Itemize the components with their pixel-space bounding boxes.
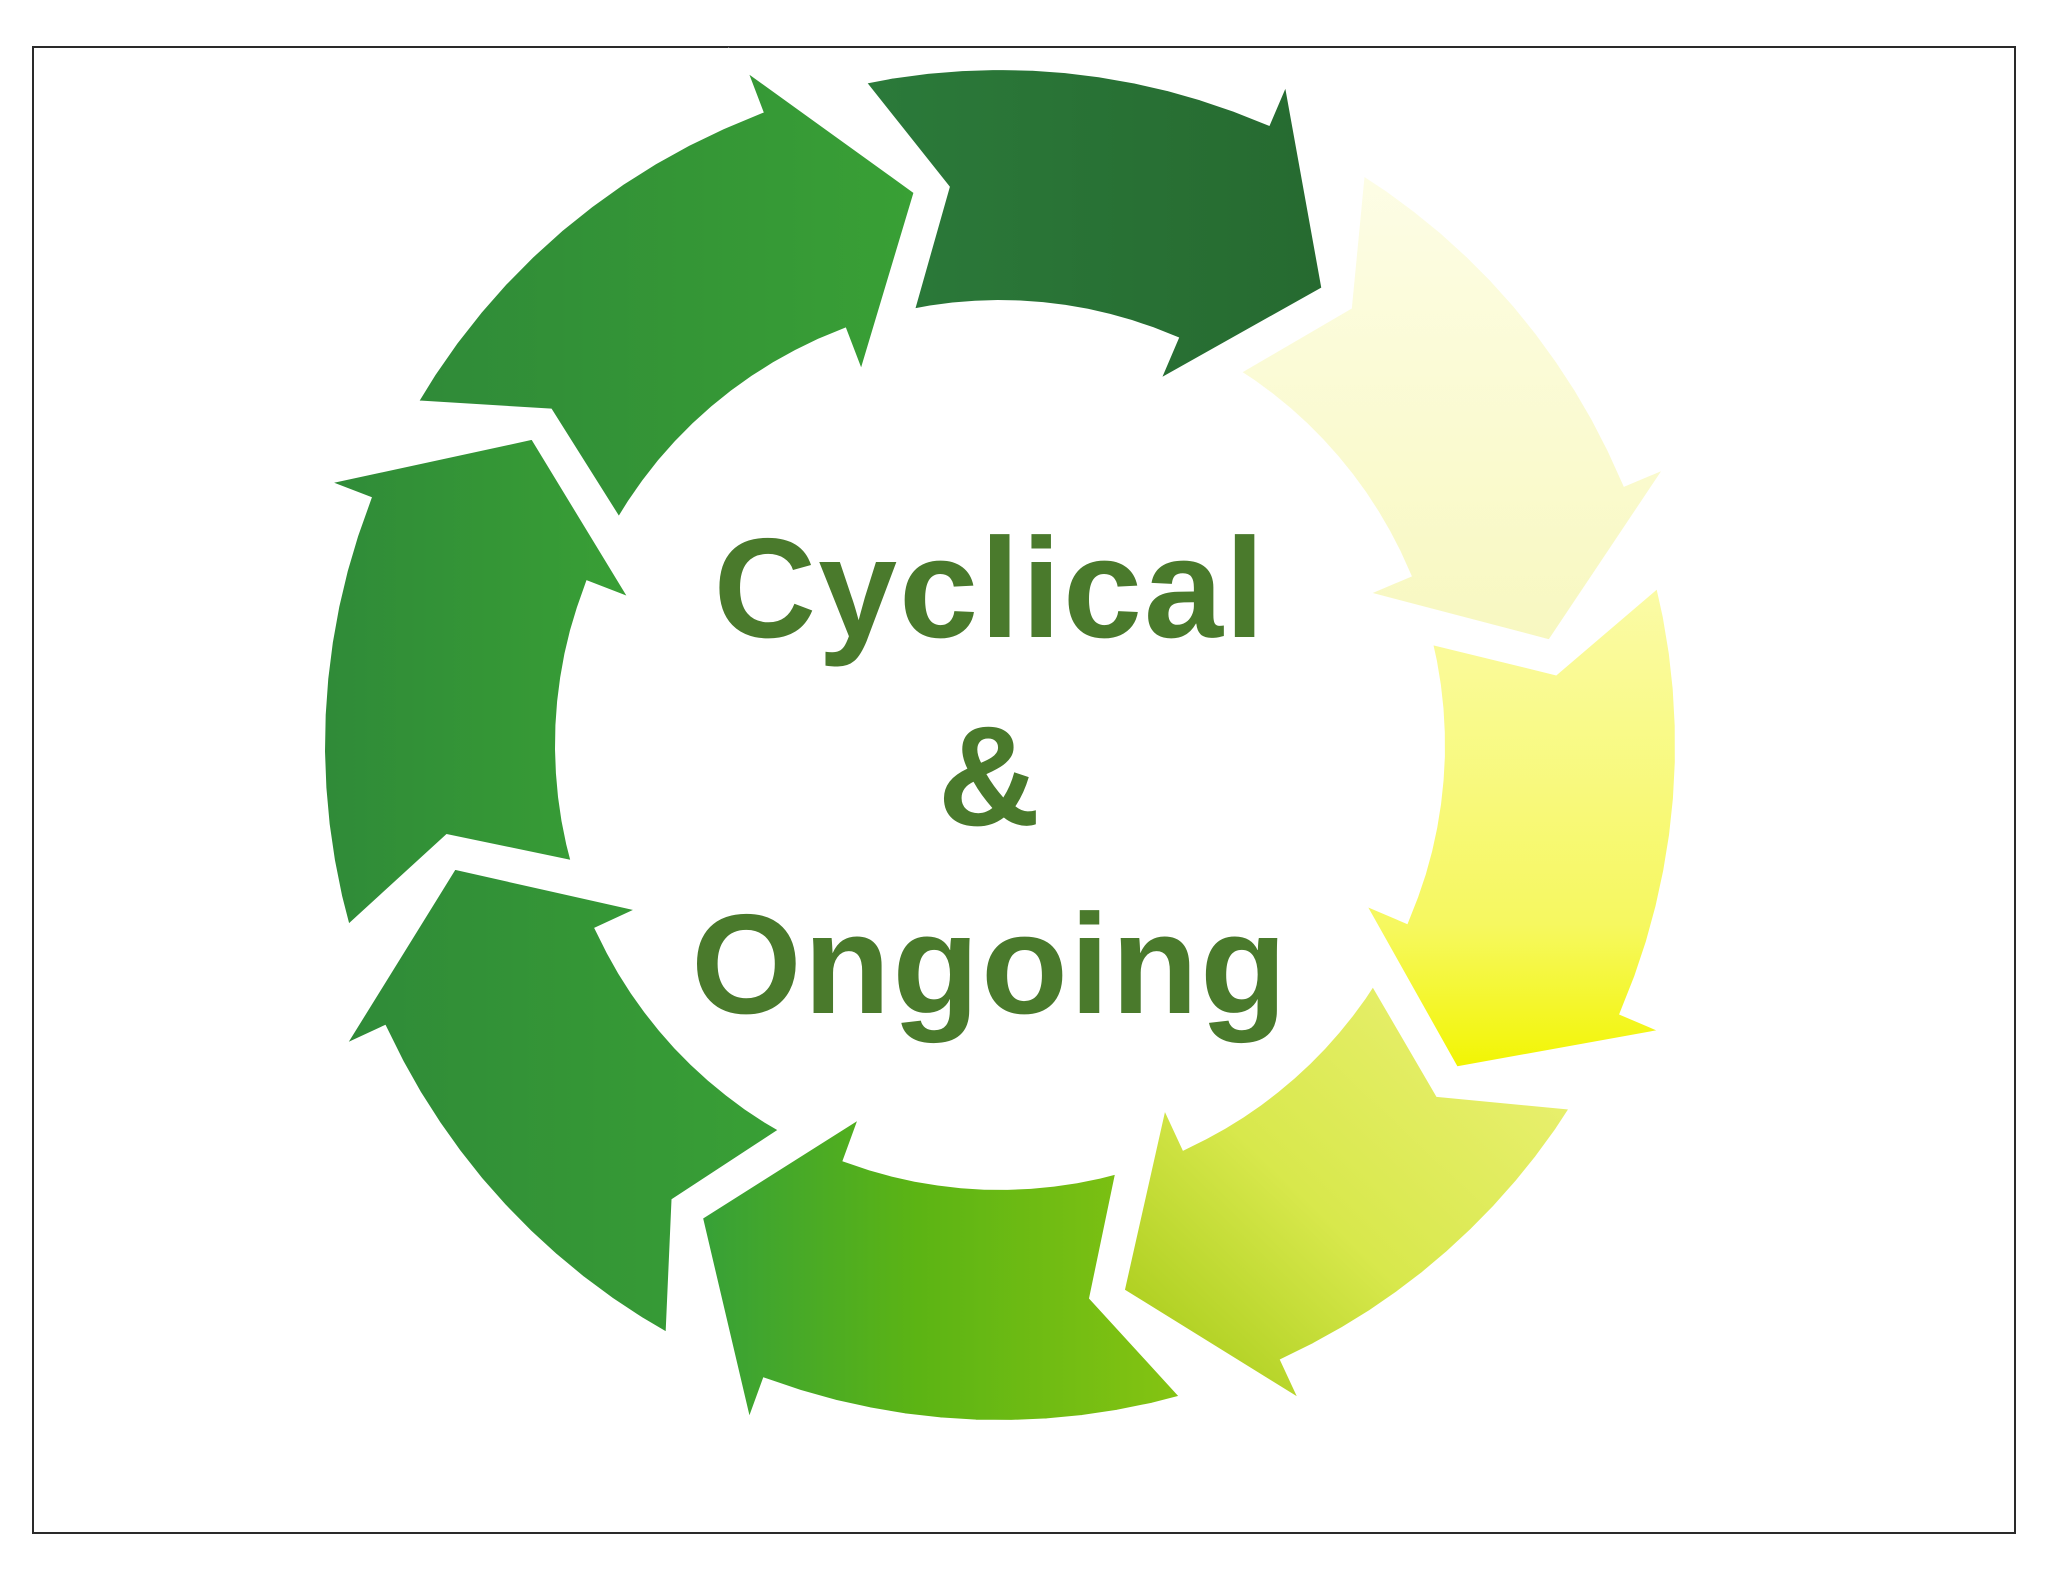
title-line-ongoing: Ongoing — [691, 885, 1289, 1044]
title-line-ampersand: & — [937, 697, 1043, 856]
arrow-right-upper-icon — [1223, 159, 1688, 651]
center-title: Cyclical & Ongoing — [630, 490, 1350, 1036]
arrow-top-left-icon — [402, 47, 926, 535]
arrow-left-lower-icon — [322, 858, 797, 1349]
arrow-top-right-icon — [849, 54, 1333, 400]
arrow-right-lower-icon — [1345, 571, 1691, 1078]
arrow-left-upper-icon — [299, 428, 651, 942]
arrow-bottom-left-icon — [691, 1097, 1197, 1451]
arrow-bottom-right-icon — [1113, 968, 1586, 1423]
title-line-cyclical: Cyclical — [713, 509, 1267, 668]
